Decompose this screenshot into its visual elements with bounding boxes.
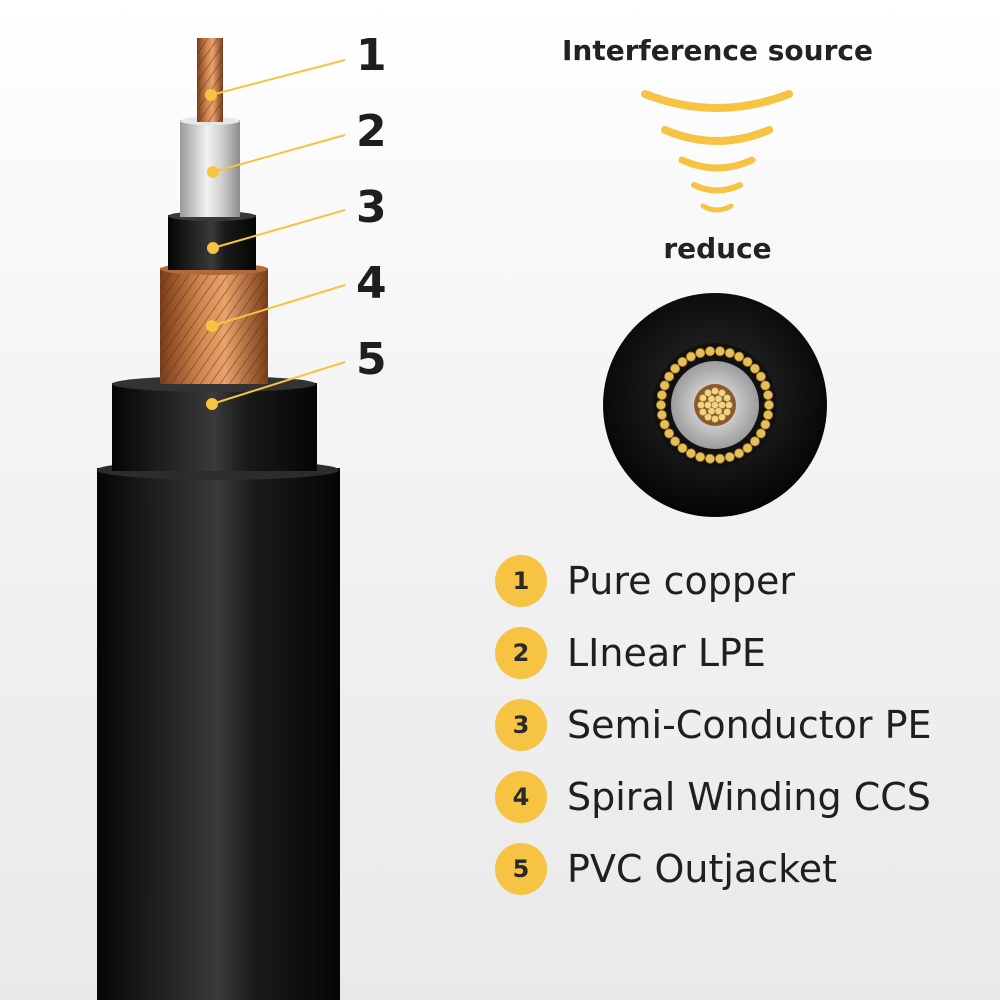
legend-item-2: 2 LInear LPE — [495, 627, 975, 699]
core-strand — [723, 408, 732, 416]
winding-strand — [656, 409, 667, 420]
legend-item-5: 5 PVC Outjacket — [495, 843, 975, 915]
wave-5 — [700, 203, 734, 213]
winding-strand — [659, 419, 670, 430]
legend-label-5: PVC Outjacket — [567, 847, 838, 891]
core-strand — [707, 407, 716, 415]
legend-label-2: LInear LPE — [567, 631, 766, 675]
winding-strand — [670, 363, 681, 374]
winding-strand — [659, 380, 670, 391]
outer-jacket — [97, 468, 340, 1000]
winding-strand — [763, 409, 774, 420]
callout-5: 5 — [356, 334, 387, 385]
winding-strand — [685, 448, 696, 459]
cross-copper-core — [697, 387, 733, 423]
interference-wave-icon — [641, 90, 793, 213]
legend-item-4: 4 Spiral Winding CCS — [495, 771, 975, 843]
winding-strand — [760, 380, 771, 391]
winding-strand — [734, 448, 745, 459]
core-strand — [704, 413, 712, 422]
core-strand — [718, 413, 726, 422]
core-strand — [723, 394, 732, 402]
winding-strand — [749, 363, 760, 374]
core-strand — [698, 394, 707, 402]
core-strand — [714, 395, 723, 403]
winding-strand — [705, 346, 716, 357]
winding-strand — [724, 348, 735, 359]
core-strand — [698, 408, 707, 416]
winding-strand — [656, 400, 667, 411]
reduce-label: reduce — [663, 232, 772, 265]
winding-strand — [714, 453, 725, 464]
interference-source-label: Interference source — [561, 34, 873, 67]
winding-strand — [763, 390, 774, 401]
core-strand — [711, 387, 719, 395]
winding-strand — [742, 356, 753, 367]
legend-badge-2: 2 — [495, 627, 547, 679]
winding-strand — [677, 356, 688, 367]
core-strand — [725, 401, 733, 409]
winding-strand — [695, 348, 706, 359]
winding-strand — [677, 443, 688, 454]
winding-strand — [664, 428, 675, 439]
copper-core-strands — [197, 38, 223, 122]
core-strand — [697, 401, 705, 409]
legend-label-4: Spiral Winding CCS — [567, 775, 931, 819]
legend-badge-5: 5 — [495, 843, 547, 895]
winding-strand — [670, 436, 681, 447]
core-strand — [718, 388, 726, 397]
callout-2: 2 — [356, 106, 387, 157]
winding-strand — [734, 351, 745, 362]
wave-1 — [641, 90, 793, 112]
wave-4 — [691, 182, 743, 194]
callout-1: 1 — [356, 30, 387, 81]
winding-strand — [714, 346, 725, 357]
winding-strand — [755, 428, 766, 439]
legend: 1 Pure copper 2 LInear LPE 3 Semi-Conduc… — [495, 555, 975, 915]
winding-strand — [695, 451, 706, 462]
legend-label-3: Semi-Conductor PE — [567, 703, 932, 747]
winding-strand — [755, 371, 766, 382]
winding-strand — [760, 419, 771, 430]
winding-strand — [742, 443, 753, 454]
winding-strand — [749, 436, 760, 447]
inner-sheath — [112, 383, 317, 471]
callout-3: 3 — [356, 182, 387, 233]
callout-4: 4 — [356, 258, 387, 309]
cross-winding-ring — [656, 346, 774, 464]
cable-cross-section-icon — [603, 293, 827, 517]
winding-strand — [705, 453, 716, 464]
legend-badge-1: 1 — [495, 555, 547, 607]
legend-label-1: Pure copper — [567, 559, 795, 603]
core-strand — [704, 388, 712, 397]
winding-strand — [656, 390, 667, 401]
wave-2 — [661, 126, 773, 145]
legend-badge-4: 4 — [495, 771, 547, 823]
core-strand — [711, 415, 719, 423]
legend-badge-3: 3 — [495, 699, 547, 751]
winding-strand — [724, 451, 735, 462]
winding-strand — [664, 371, 675, 382]
winding-strand — [763, 400, 774, 411]
legend-item-3: 3 Semi-Conductor PE — [495, 699, 975, 771]
winding-strand — [685, 351, 696, 362]
legend-item-1: 1 Pure copper — [495, 555, 975, 627]
wave-3 — [678, 156, 756, 172]
